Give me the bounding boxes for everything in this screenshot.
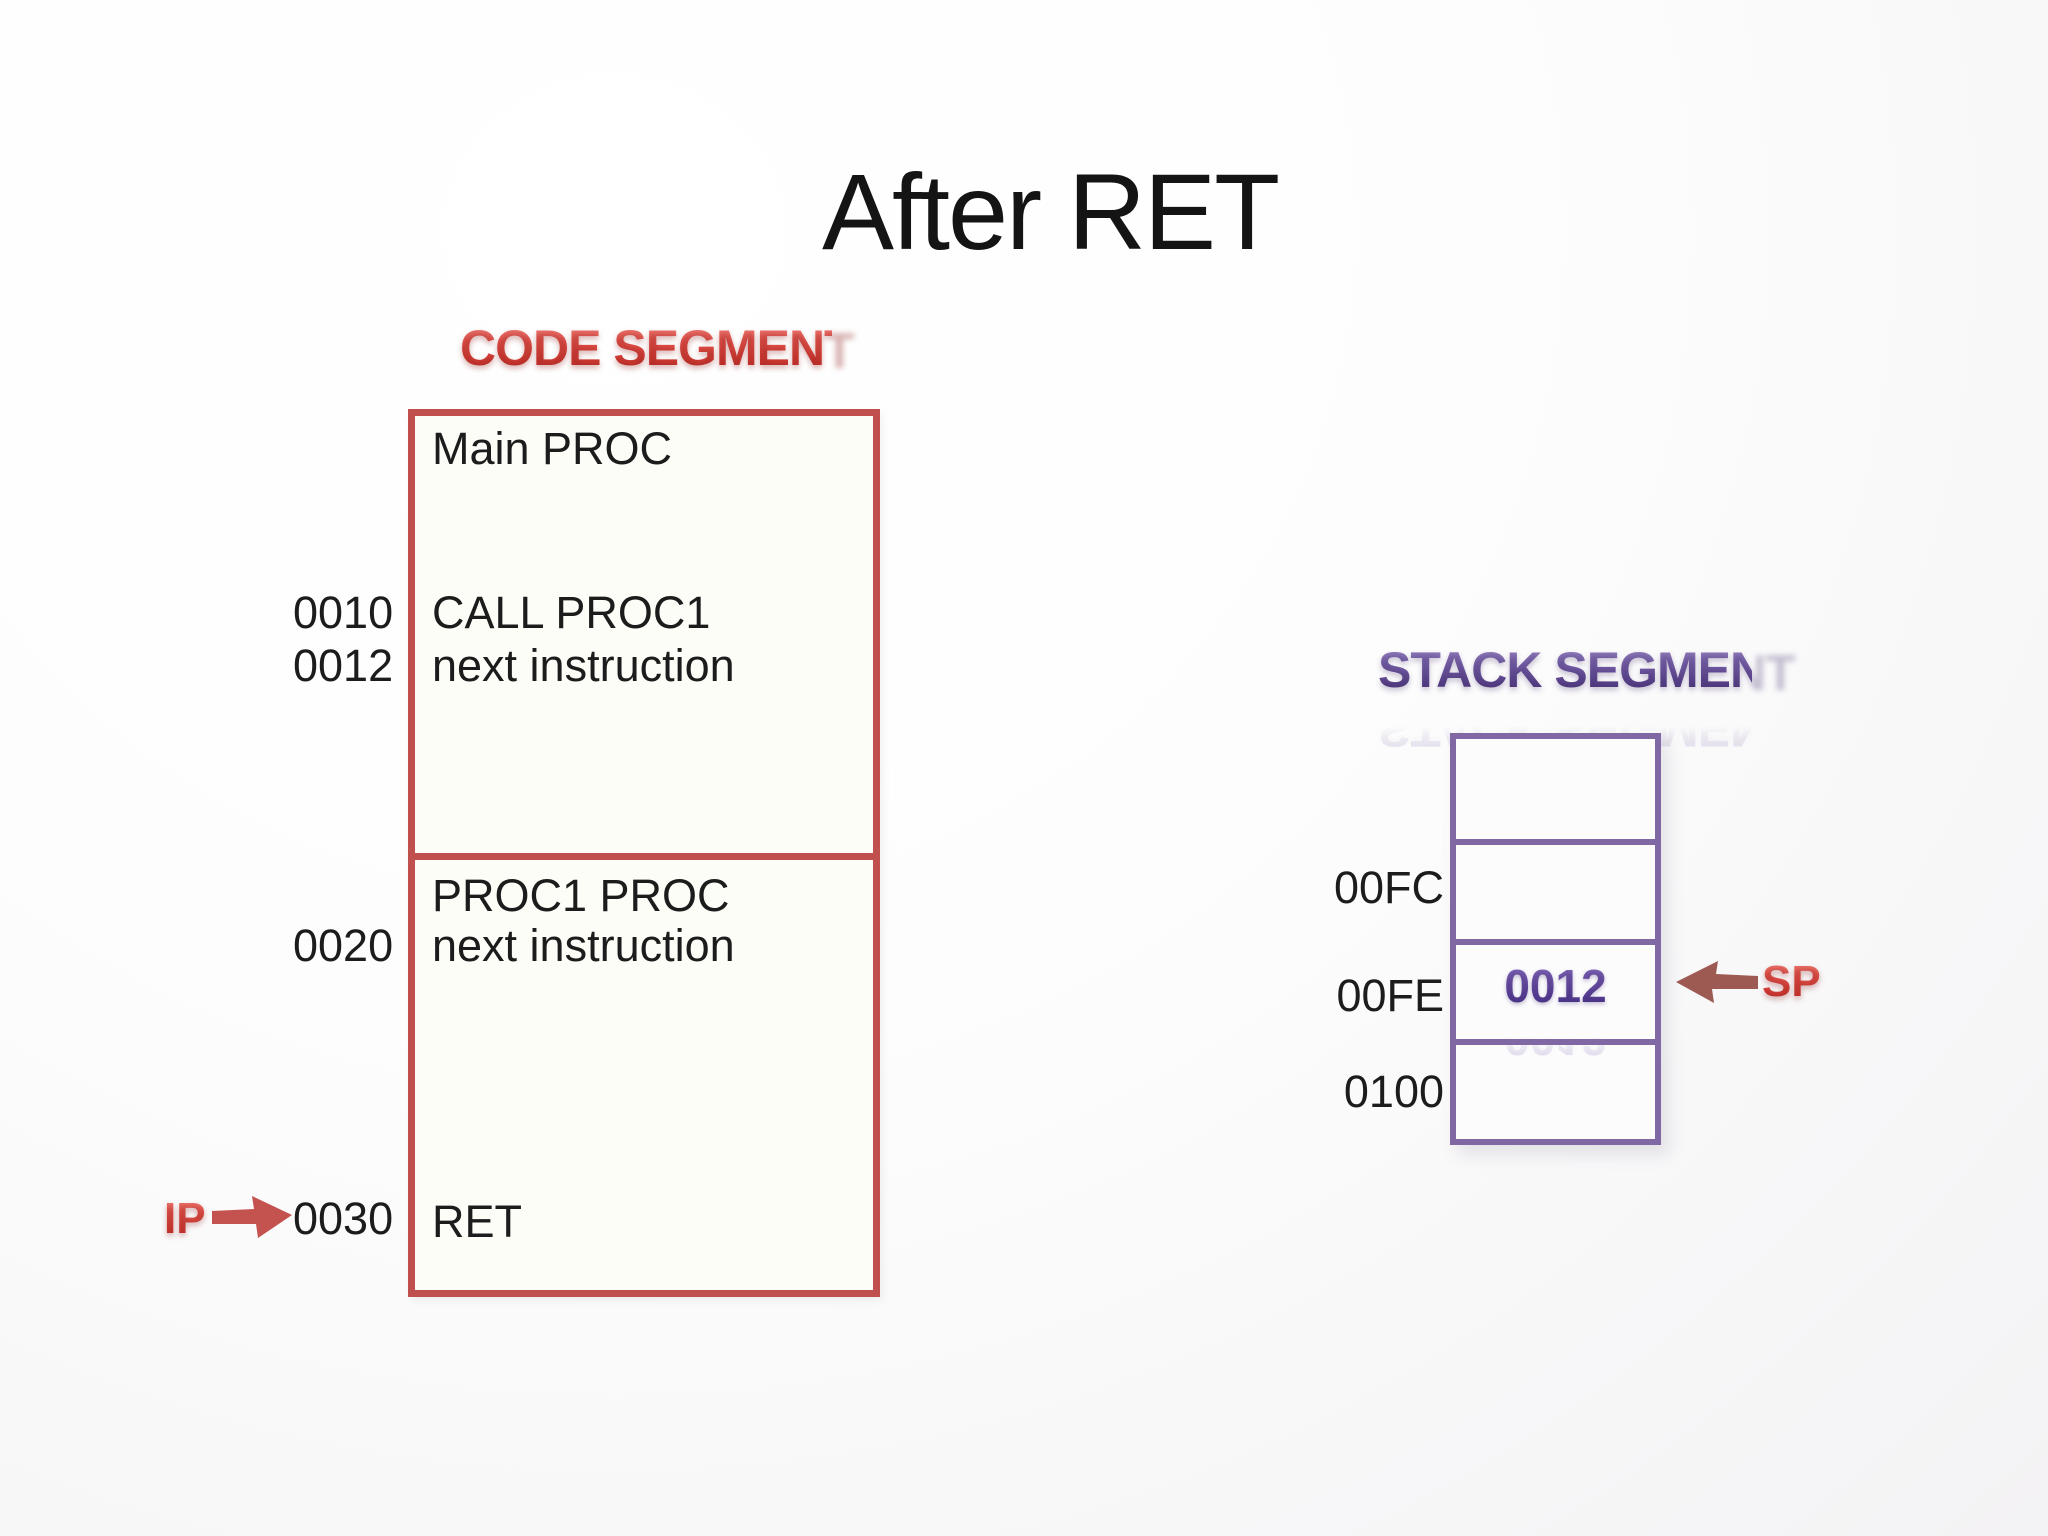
code-box-divider [415,853,873,860]
stack-address-0100: 0100 [1343,1066,1444,1117]
ip-arrow-icon [212,1196,292,1238]
page-title: After RET [821,151,1280,272]
stack-segment-box: 0012 [1450,733,1661,1145]
stack-value-00fe: 0012 [1504,960,1607,1012]
stack-address-00fe: 00FE [1336,970,1444,1021]
code-segment-heading: CODE SEGMENT [460,320,855,376]
sp-arrow-icon [1676,961,1758,1003]
address-0010: 0010 [293,587,394,638]
code-line-call-proc1: CALL PROC1 [432,587,711,638]
code-line-next-instruction-1: next instruction [432,640,735,691]
code-line-next-instruction-2: next instruction [432,920,735,971]
address-0012: 0012 [293,640,394,691]
sp-register-label: SP [1762,955,1821,1009]
ip-register-label: IP [164,1192,206,1246]
address-0020: 0020 [293,920,394,971]
stack-segment-heading: STACK SEGMENT [1378,642,1796,698]
stack-cell-0100 [1456,1039,1655,1139]
code-segment-box [408,409,880,1297]
code-line-main-proc: Main PROC [432,423,673,474]
stack-cell-top [1456,739,1655,839]
stack-cell-00fe: 0012 [1456,939,1655,1039]
stack-cell-00fc [1456,839,1655,939]
code-line-ret: RET [432,1196,522,1247]
address-0030: 0030 [293,1193,394,1244]
code-line-proc1-proc: PROC1 PROC [432,870,730,921]
stack-address-00fc: 00FC [1333,862,1444,913]
